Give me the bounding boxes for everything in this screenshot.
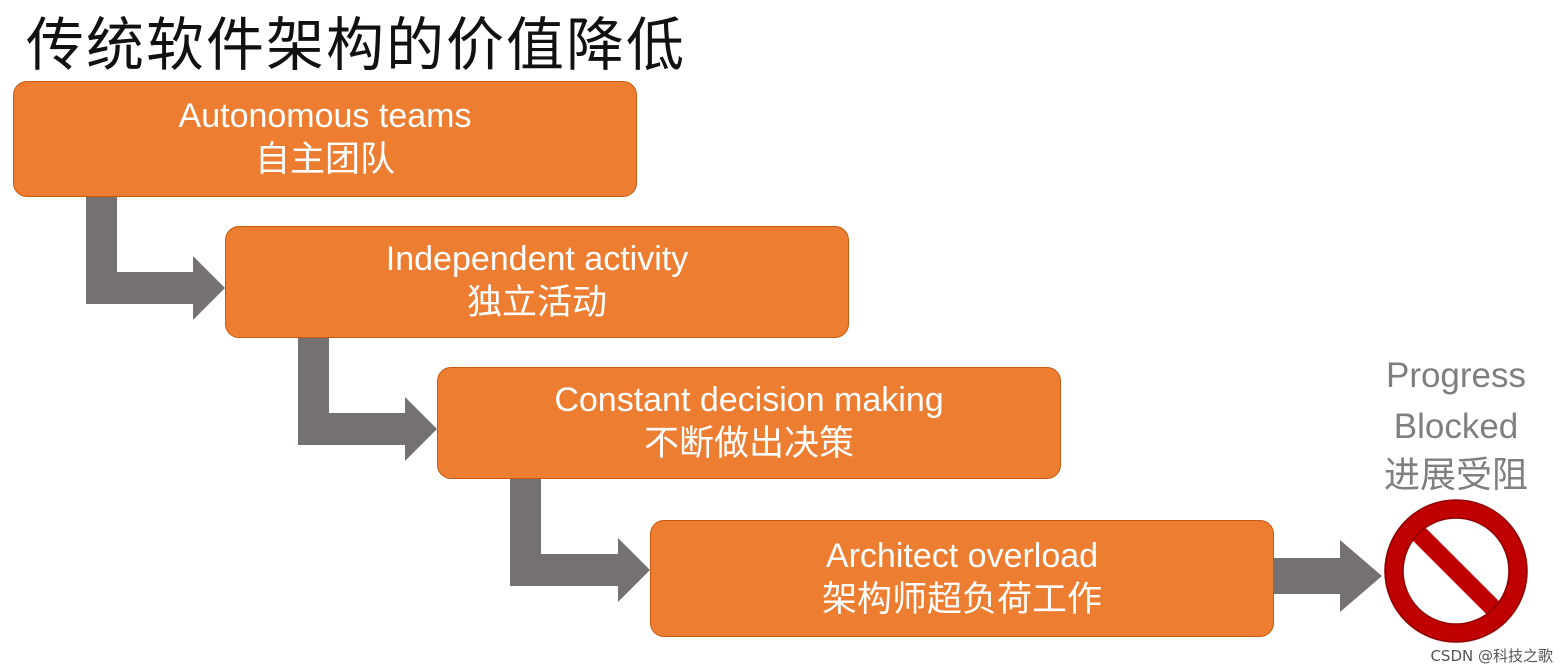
step-label-en: Independent activity [385,240,689,278]
result-line1: Progress [1385,356,1527,395]
prohibited-icon [1384,499,1528,643]
bent-arrow-1 [86,196,225,320]
step-box-constant-decision-making: Constant decision making 不断做出决策 [437,367,1061,479]
bent-arrow-2 [298,337,437,461]
step-label-en: Autonomous teams [178,97,472,135]
result-cn: 进展受阻 [1383,455,1528,496]
result-line2: Blocked [1393,407,1519,446]
page-title: 传统软件架构的价值降低 [26,11,687,79]
progress-blocked-label: Progress Blocked 进展受阻 [1356,350,1556,500]
step-box-independent-activity: Independent activity 独立活动 [225,226,849,338]
result-arrow [1274,540,1382,612]
step-box-autonomous-teams: Autonomous teams 自主团队 [13,81,637,197]
bent-arrow-3 [510,478,650,602]
step-label-cn: 架构师超负荷工作 [821,579,1102,620]
watermark: CSDN @科技之歌 [1430,647,1553,665]
step-box-architect-overload: Architect overload 架构师超负荷工作 [650,520,1274,637]
step-label-en: Architect overload [825,536,1099,575]
step-label-en: Constant decision making [554,381,944,419]
step-label-cn: 自主团队 [254,140,395,180]
step-label-cn: 独立活动 [466,283,607,323]
step-label-cn: 不断做出决策 [643,424,854,464]
